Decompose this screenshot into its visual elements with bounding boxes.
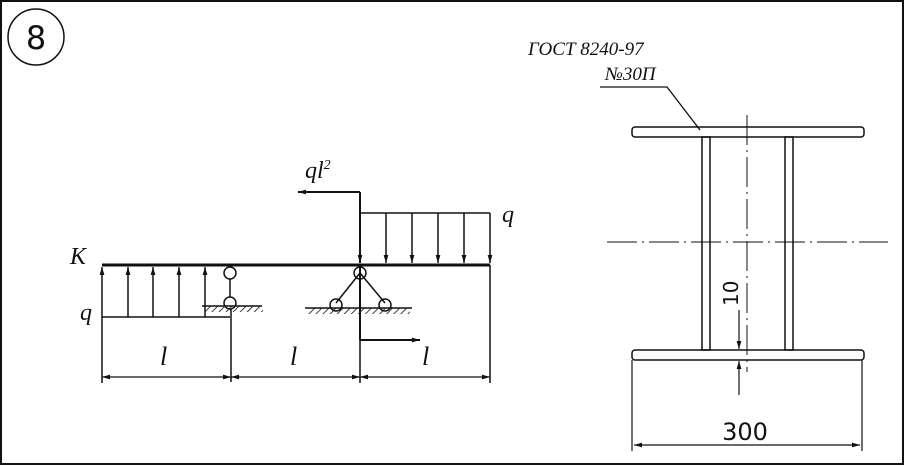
channel-profile [631,126,865,361]
label-q-right: q [502,202,514,228]
standard-label: ГОСТ 8240-97 [527,39,645,60]
pin-support [305,266,412,314]
width-value: 300 [722,418,768,446]
right-web [784,136,794,351]
top-flange [631,126,865,138]
moment-load: ql2 [298,158,420,343]
distributed-load-right: q [360,202,514,263]
distributed-load-left: q [80,267,230,326]
label-K: K [69,244,88,270]
span-label-1: l [160,342,167,371]
span-label-3: l [422,342,429,371]
problem-number-badge: 8 [7,8,65,66]
span-dimensions: l l l [101,265,491,383]
problem-number: 8 [26,19,46,57]
span-label-2: l [290,342,297,371]
beam-scheme: K q q ql2 [69,158,514,383]
width-dimension: 300 [631,360,863,451]
rod-support [202,266,263,382]
profile-label: №30П [604,64,657,85]
leader-line [600,86,701,131]
cross-section: ГОСТ 8240-97 №30П 10 300 [527,39,888,451]
moment-label: ql2 [305,158,331,184]
left-web [701,136,711,351]
thickness-dimension: 10 [719,281,743,395]
thickness-value: 10 [719,281,743,306]
label-q-left: q [80,300,92,326]
bottom-flange [631,349,865,361]
